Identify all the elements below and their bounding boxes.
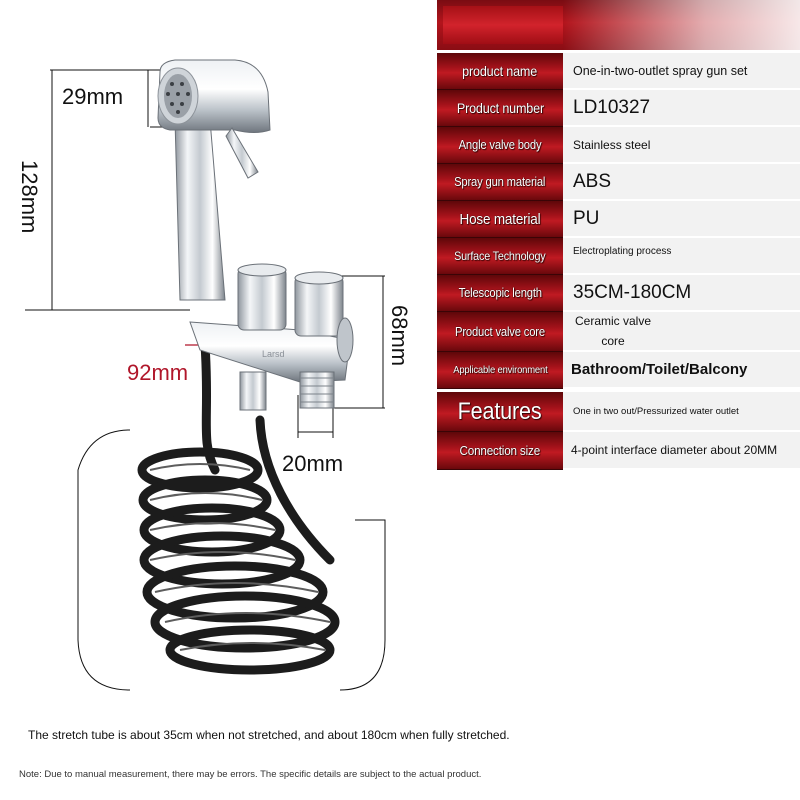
spray-head-height-label: 29mm [62,84,124,109]
spec-label: Connection size [459,443,541,458]
spec-value: Electroplating process [573,246,672,257]
spec-table-header [437,0,800,50]
spec-label: Applicable environment [452,364,548,376]
spec-row-surface-technology: Surface Technology Electroplating proces… [437,238,800,275]
spec-label: Telescopic length [458,286,542,300]
hose-highlights [149,463,331,651]
spec-row-product-number: Product number LD10327 [437,90,800,127]
spec-value: Ceramic valve core [574,314,652,348]
spec-value: ABS [573,170,612,192]
spec-row-features: Features One in two out/Pressurized wate… [437,392,800,432]
spec-label: Hose material [459,210,541,228]
spec-row-telescopic-length: Telescopic length 35CM-180CM [437,275,800,312]
spec-row-spray-gun-material: Spray gun material ABS [437,164,800,201]
spec-value: 35CM-180CM [573,281,692,303]
spec-value: PU [573,207,600,229]
spec-label: Spray gun material [454,175,546,189]
spec-value: 4-point interface diameter about 20MM [571,443,778,457]
spec-row-connection-size: Connection size 4-point interface diamet… [437,432,800,470]
hose-coil [137,340,340,675]
disclaimer-note: Note: Due to manual measurement, there m… [19,769,482,780]
valve-height-label: 68mm [387,305,412,367]
spec-value: Stainless steel [573,137,651,152]
spray-gun-drawing: Larsd [25,59,386,691]
spec-row-angle-valve-body: Angle valve body Stainless steel [437,127,800,164]
outlet-width-label: 20mm [282,451,344,476]
angle-valve: Larsd [189,263,354,411]
spray-gun [157,59,271,301]
spec-label: Product number [456,100,544,116]
spec-row-hose-material: Hose material PU [437,201,800,238]
spec-value: One in two out/Pressurized water outlet [573,405,739,417]
spec-label: Surface Technology [454,249,546,263]
spec-row-product-name: product name One-in-two-outlet spray gun… [437,53,800,90]
product-illustration: Larsd 29mm 128mm 68mm 92mm 20mm [0,0,440,710]
spec-row-valve-core: Product valve core Ceramic valve core [437,312,800,352]
stretch-note: The stretch tube is about 35cm when not … [28,728,510,742]
spec-value: Bathroom/Toilet/Balcony [571,361,748,378]
spec-label: product name [462,63,538,79]
spec-value: One-in-two-outlet spray gun set [573,63,748,78]
spec-label: Features [458,397,542,425]
valve-width-label: 92mm [127,360,189,385]
spec-row-applicable-environment: Applicable environment Bathroom/Toilet/B… [437,352,800,389]
spec-label: Angle valve body [458,138,542,152]
spec-table: product name One-in-two-outlet spray gun… [437,0,800,470]
brand-mark: Larsd [262,349,285,359]
spec-value: LD10327 [573,96,651,118]
spec-label: Product valve core [455,324,545,339]
total-height-label: 128mm [17,160,42,234]
